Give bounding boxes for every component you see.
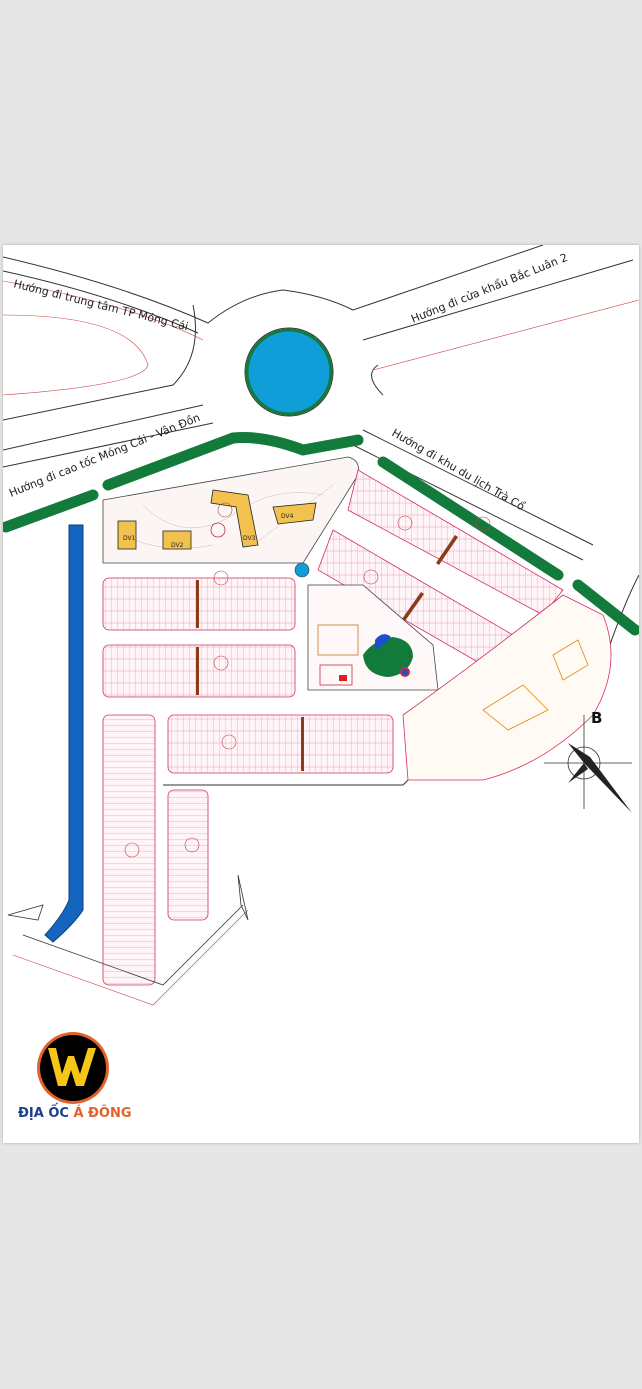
green-belt bbox=[3, 432, 639, 636]
housing-blocks bbox=[102, 469, 564, 986]
compass-north-letter: B bbox=[591, 709, 603, 727]
plan-sheet: DV1 DV2 DV3 DV4 bbox=[3, 245, 639, 1143]
roundabout-lake bbox=[245, 328, 333, 416]
zone-label-dv4: DV4 bbox=[281, 513, 294, 520]
company-logo bbox=[37, 1032, 109, 1104]
road-label-border: Hướng đi cửa khẩu Bắc Luân 2 bbox=[409, 251, 569, 326]
zone-label-dv3: DV3 bbox=[243, 535, 256, 542]
site-plan-map: DV1 DV2 DV3 DV4 bbox=[3, 245, 639, 1006]
zone-label-dv1: DV1 bbox=[123, 535, 136, 542]
north-compass bbox=[544, 715, 632, 813]
zone-label-dv2: DV2 bbox=[171, 542, 184, 549]
canal bbox=[44, 524, 84, 943]
company-name: ĐỊA ỐC Á ĐÔNG bbox=[18, 1106, 132, 1121]
road-label-center: Hướng đi trung tâm TP Móng Cái bbox=[12, 277, 189, 333]
